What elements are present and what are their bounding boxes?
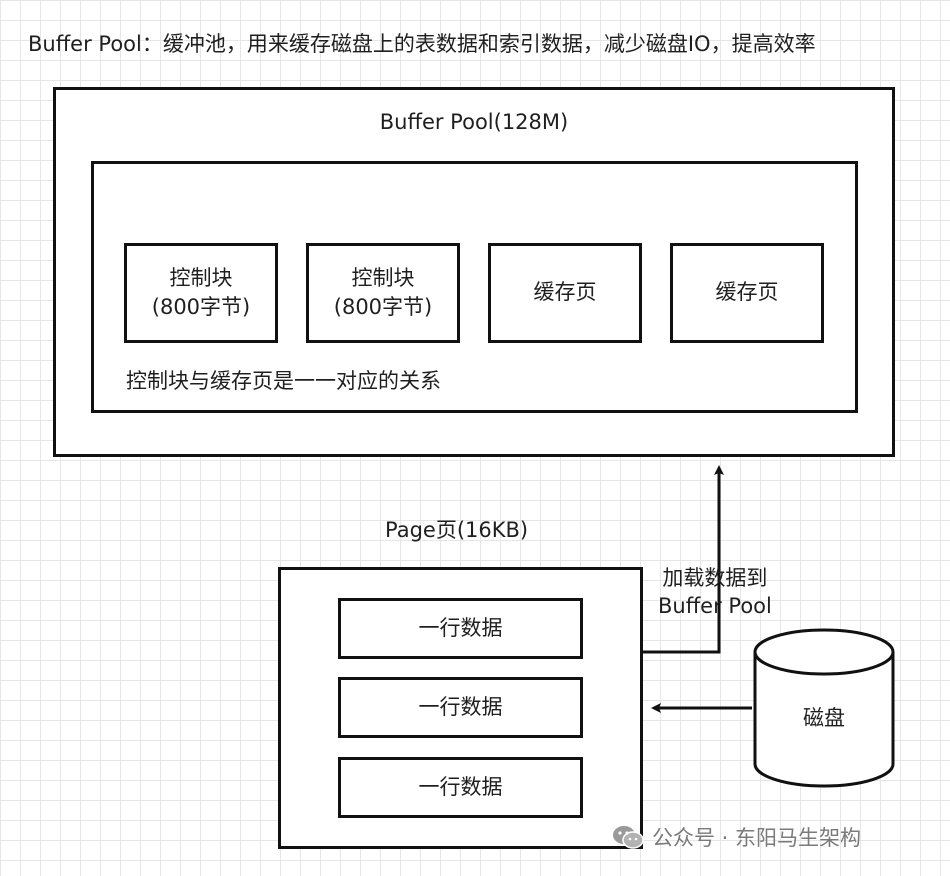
page-heading: Buffer Pool：缓冲池，用来缓存磁盘上的表数据和索引数据，减少磁盘IO，… xyxy=(28,32,816,56)
page-title: Page页(16KB) xyxy=(385,518,529,542)
row-3: 一行数据 xyxy=(338,757,583,818)
row-3-label: 一行数据 xyxy=(418,774,503,799)
control-block-2-size: (800字节) xyxy=(333,295,433,319)
control-block-1-name: 控制块 xyxy=(169,265,233,290)
row-2: 一行数据 xyxy=(338,677,583,738)
cache-page-2-label: 缓存页 xyxy=(715,280,779,305)
disk-cylinder xyxy=(753,628,895,788)
load-label-line1: 加载数据到 xyxy=(662,566,768,590)
control-block-1: 控制块 (800字节) xyxy=(124,243,278,343)
load-arrow xyxy=(642,465,724,654)
cache-page-1: 缓存页 xyxy=(488,243,642,343)
cache-page-2: 缓存页 xyxy=(670,243,824,343)
watermark-text: 公众号 · 东阳马生架构 xyxy=(652,826,862,850)
row-2-label: 一行数据 xyxy=(418,694,503,719)
control-block-2: 控制块 (800字节) xyxy=(306,243,460,343)
cache-page-1-label: 缓存页 xyxy=(533,280,597,305)
buffer-pool-title: Buffer Pool(128M) xyxy=(379,110,569,134)
control-block-2-name: 控制块 xyxy=(351,265,415,290)
load-label: 加载数据到 Buffer Pool xyxy=(658,564,772,621)
disk-label: 磁盘 xyxy=(803,706,845,730)
mapping-note: 控制块与缓存页是一一对应的关系 xyxy=(126,369,441,393)
control-block-1-size: (800字节) xyxy=(151,295,251,319)
watermark: 公众号 · 东阳马生架构 xyxy=(612,822,861,852)
row-1: 一行数据 xyxy=(338,598,583,659)
wechat-icon xyxy=(613,826,644,849)
load-label-line2: Buffer Pool xyxy=(658,594,772,619)
row-1-label: 一行数据 xyxy=(418,615,503,640)
